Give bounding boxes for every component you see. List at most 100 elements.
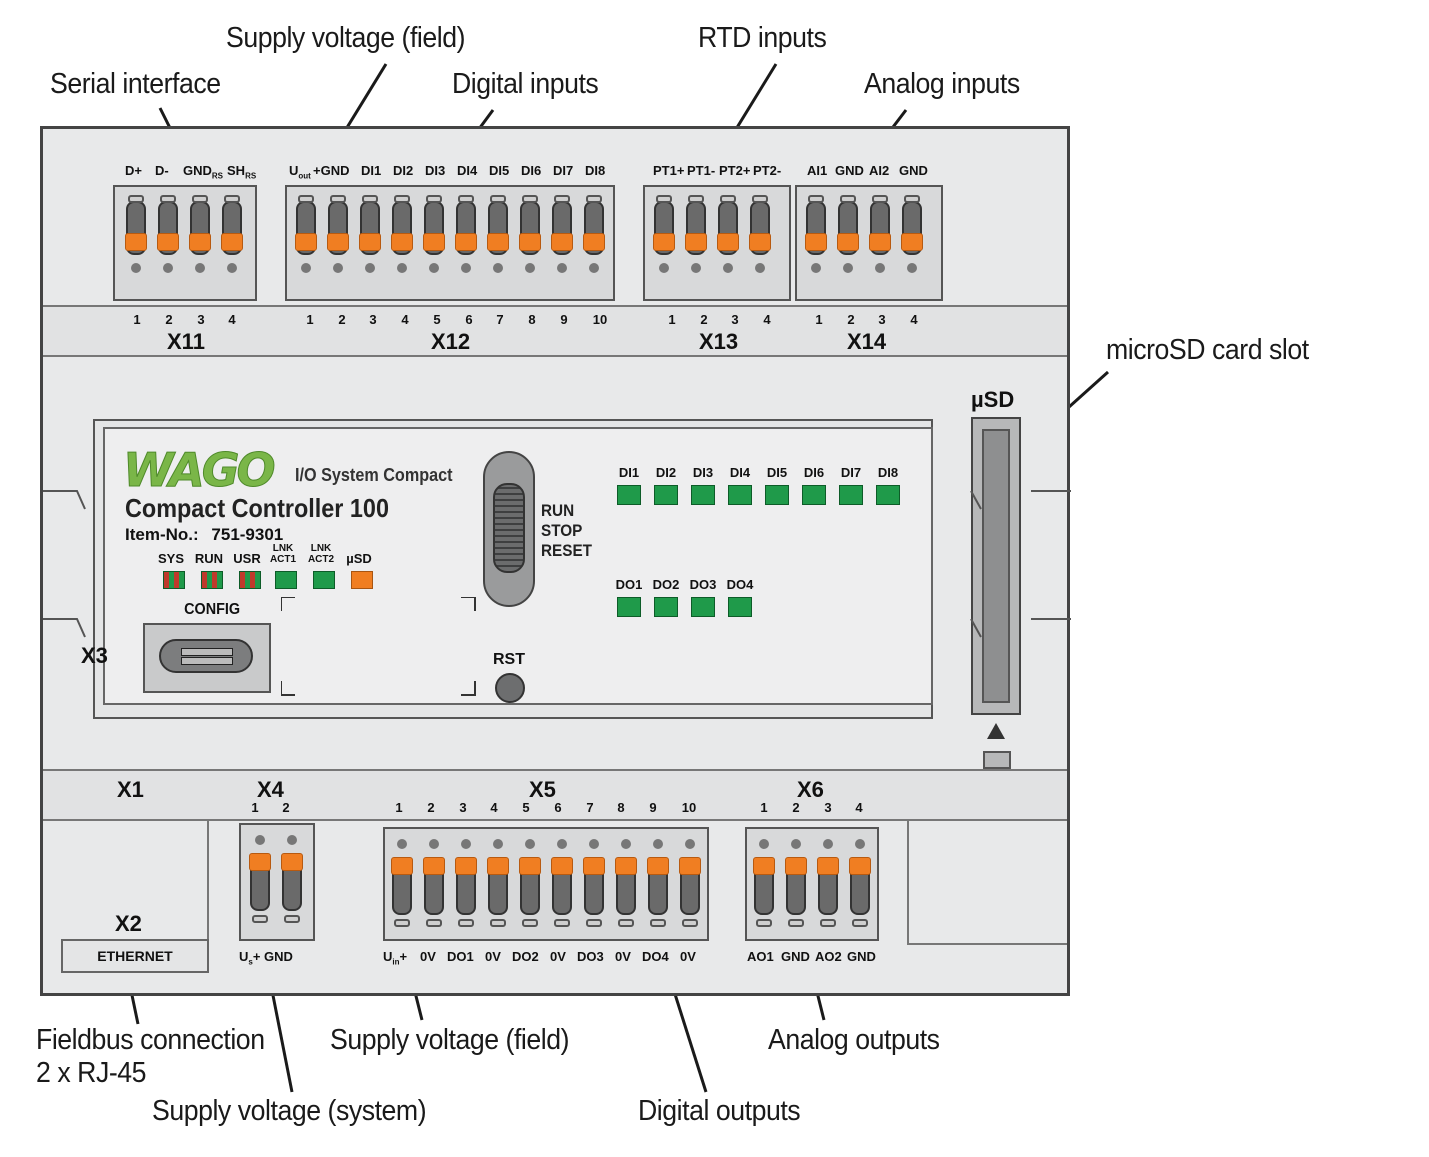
terminal-clamp[interactable] [455,829,477,939]
terminal-clamp[interactable] [157,187,179,299]
terminal-clamp[interactable] [391,829,413,939]
x4-label: X4 [257,777,284,802]
microsd-slot[interactable] [971,417,1021,715]
terminal-clamp[interactable] [359,187,381,299]
mode-switch[interactable] [483,451,535,607]
do4-led-label: DO4 [726,577,754,592]
callout-fieldbus-rj45: 2 x RJ-45 [36,1057,147,1089]
do1-led [617,597,641,617]
terminal-clamp[interactable] [583,829,605,939]
rst-label: RST [493,651,525,668]
x14-terminal-block [795,185,943,301]
pin-number: 10 [592,312,608,327]
terminal-clamp[interactable] [679,829,701,939]
terminal-clamp[interactable] [749,187,771,299]
stop-position-label: STOP [541,521,583,540]
x5-pin-label: DO1 [447,949,474,964]
x5-label: X5 [529,777,556,802]
terminal-clamp[interactable] [583,187,605,299]
pin-number: 1 [760,800,768,815]
mode-switch-labels: RUN STOP RESET [541,501,592,561]
x12-pin-label: DI6 [521,163,542,178]
do2-led-label: DO2 [652,577,680,592]
x12-pin-label: DI7 [553,163,574,178]
x11-pin-label: D- [155,163,169,178]
terminal-clamp[interactable] [189,187,211,299]
terminal-clamp[interactable] [901,187,923,299]
x11-terminal-block [113,185,257,301]
item-number-value: 751-9301 [211,525,284,544]
mode-switch-slider[interactable] [493,483,525,573]
x12-pin-label: Uout [289,163,311,181]
terminal-clamp[interactable] [221,187,243,299]
pin-number: 4 [490,800,498,815]
ethernet-port[interactable]: ETHERNET [61,939,209,973]
terminal-clamp[interactable] [281,825,303,939]
pin-number: 4 [855,800,863,815]
x12-pin-label: DI8 [585,163,606,178]
x11-label: X11 [167,329,205,354]
pin-number: 4 [763,312,771,327]
terminal-clamp[interactable] [805,187,827,299]
terminal-clamp[interactable] [653,187,675,299]
terminal-clamp[interactable] [817,829,839,939]
x4-terminal-block [239,823,315,941]
terminal-clamp[interactable] [519,829,541,939]
terminal-clamp[interactable] [615,829,637,939]
x12-terminal-block [285,185,615,301]
config-port-frame [143,623,271,693]
terminal-clamp[interactable] [391,187,413,299]
callout-rtd-inputs: RTD inputs [698,22,827,54]
reset-button[interactable] [495,673,525,703]
terminal-clamp[interactable] [487,829,509,939]
pin-number: 9 [649,800,657,815]
x11-pin-label: D+ [125,163,142,178]
x13-pin-label: PT1+ [653,163,685,178]
pin-number: 6 [465,312,473,327]
x2-label: X2 [115,911,142,936]
terminal-clamp[interactable] [849,829,871,939]
x14-pin-label: GND [899,163,928,178]
pin-number: 6 [554,800,562,815]
terminal-clamp[interactable] [753,829,775,939]
terminal-clamp[interactable] [487,187,509,299]
lnk-act1-led [275,571,297,589]
di4-led-label: DI4 [729,465,751,480]
x6-terminal-block [745,827,879,941]
callout-serial-interface: Serial interface [50,68,221,100]
callout-digital-inputs: Digital inputs [452,68,599,100]
x14-pin-label: AI1 [807,163,828,178]
left-housing-notches [43,490,86,638]
x1-label: X1 [117,777,144,802]
terminal-clamp[interactable] [685,187,707,299]
terminal-clamp[interactable] [785,829,807,939]
di2-led [654,485,678,505]
config-usb-port[interactable] [159,639,253,673]
x5-pin-label: DO4 [642,949,669,964]
di5-led [765,485,789,505]
terminal-clamp[interactable] [519,187,541,299]
terminal-clamp[interactable] [551,829,573,939]
terminal-clamp[interactable] [551,187,573,299]
wago-logo: WAGO [123,443,277,498]
bottom-connector-band [43,769,1067,821]
x5-pin-label: 0V [615,949,631,964]
terminal-clamp[interactable] [423,829,445,939]
terminal-clamp[interactable] [295,187,317,299]
terminal-clamp[interactable] [717,187,739,299]
terminal-clamp[interactable] [327,187,349,299]
x5-terminal-block [383,827,709,941]
pin-number: 7 [496,312,504,327]
terminal-clamp[interactable] [647,829,669,939]
terminal-clamp[interactable] [455,187,477,299]
terminal-clamp[interactable] [837,187,859,299]
terminal-clamp[interactable] [249,825,271,939]
x5-pin-label: 0V [680,949,696,964]
terminal-clamp[interactable] [125,187,147,299]
terminal-clamp[interactable] [869,187,891,299]
callout-supply-voltage-system: Supply voltage (system) [152,1095,427,1127]
run-position-label: RUN [541,501,575,520]
terminal-clamp[interactable] [423,187,445,299]
x6-label: X6 [797,777,824,802]
pin-number: 1 [668,312,676,327]
